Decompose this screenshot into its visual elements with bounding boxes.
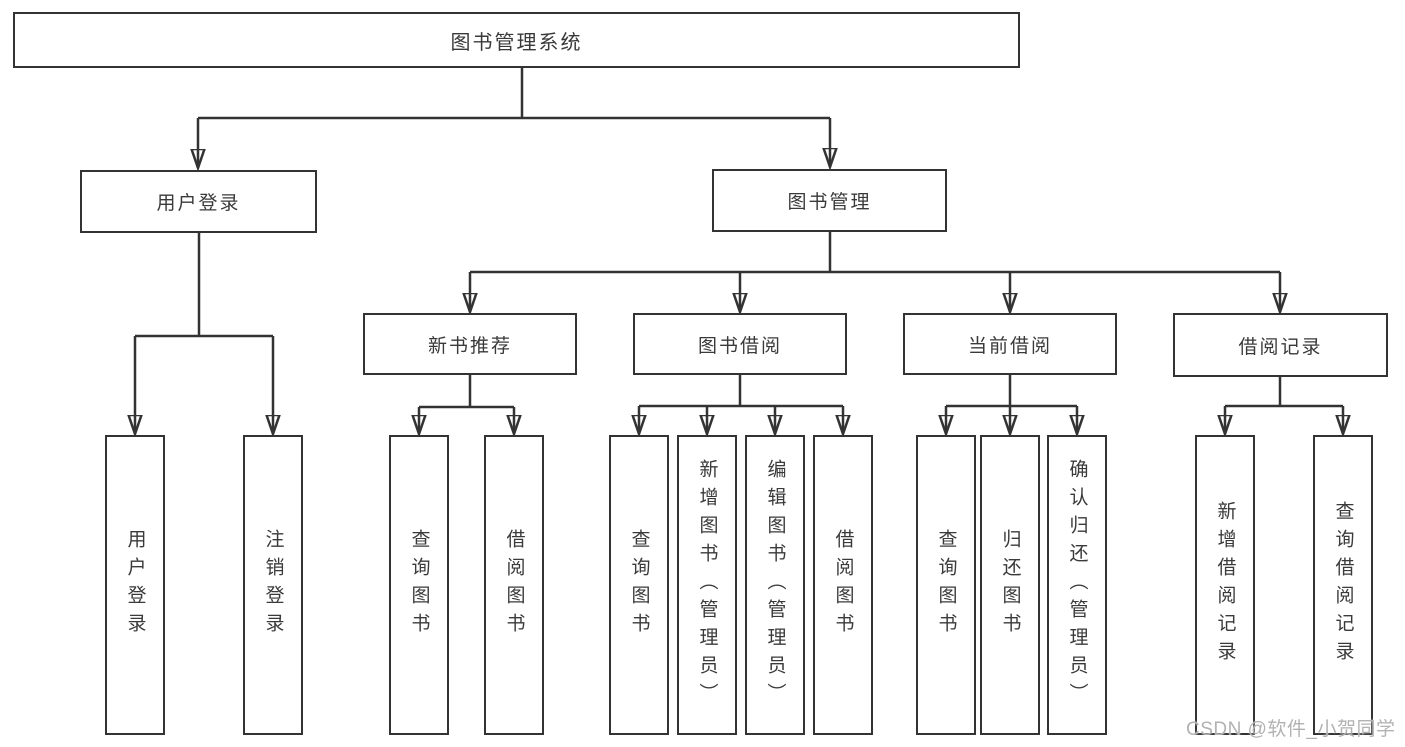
leaf-label: 查询图书 — [935, 529, 957, 641]
leaf-current-confirm-return-admin: 确认归还（管理员） — [1047, 435, 1107, 735]
leaf-label: 确认归还（管理员） — [1066, 459, 1088, 711]
leaf-label: 借阅图书 — [832, 529, 854, 641]
leaf-label: 归还图书 — [999, 529, 1021, 641]
leaf-newbook-borrow-books: 借阅图书 — [484, 435, 544, 735]
node-book-borrow: 图书借阅 — [633, 313, 847, 375]
leaf-label: 查询图书 — [408, 529, 430, 641]
node-user-login: 用户登录 — [80, 170, 317, 233]
leaf-borrow-edit-books-admin: 编辑图书（管理员） — [745, 435, 805, 735]
node-current-borrow: 当前借阅 — [903, 313, 1117, 375]
leaf-label: 用户登录 — [124, 529, 146, 641]
leaf-user-login: 用户登录 — [105, 435, 165, 735]
leaf-current-return-books: 归还图书 — [980, 435, 1040, 735]
leaf-records-query-record: 查询借阅记录 — [1313, 435, 1373, 735]
leaf-borrow-query-books: 查询图书 — [609, 435, 669, 735]
csdn-watermark: CSDN @软件_小贺同学 — [1186, 719, 1396, 740]
leaf-label: 借阅图书 — [503, 529, 525, 641]
leaf-label: 查询图书 — [628, 529, 650, 641]
leaf-label: 编辑图书（管理员） — [764, 459, 786, 711]
leaf-logout: 注销登录 — [243, 435, 303, 735]
node-new-book-recommend: 新书推荐 — [363, 313, 577, 375]
leaf-label: 新增图书（管理员） — [696, 459, 718, 711]
leaf-newbook-query-books: 查询图书 — [389, 435, 449, 735]
leaf-label: 新增借阅记录 — [1214, 501, 1236, 669]
leaf-current-query-books: 查询图书 — [916, 435, 976, 735]
node-book-management: 图书管理 — [712, 169, 947, 232]
leaf-label: 注销登录 — [262, 529, 284, 641]
leaf-borrow-borrow-books: 借阅图书 — [813, 435, 873, 735]
leaf-borrow-add-books-admin: 新增图书（管理员） — [677, 435, 737, 735]
leaf-label: 查询借阅记录 — [1332, 501, 1354, 669]
node-library-system: 图书管理系统 — [13, 12, 1020, 68]
node-borrow-records: 借阅记录 — [1173, 313, 1388, 377]
leaf-records-add-record: 新增借阅记录 — [1195, 435, 1255, 735]
